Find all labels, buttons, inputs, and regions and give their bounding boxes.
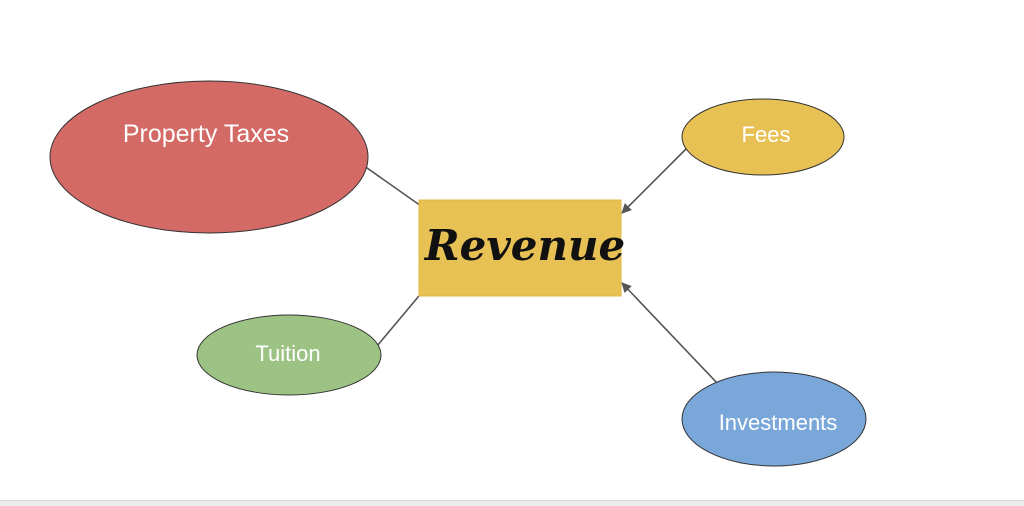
node-tuition[interactable]: Tuition [196, 314, 382, 396]
arrow-fees-to-revenue [621, 147, 688, 214]
node-fees[interactable]: Fees [681, 98, 845, 176]
investments-label: Investments [719, 410, 838, 435]
revenue-box[interactable]: Revenue [418, 199, 626, 297]
tuition-label: Tuition [255, 341, 320, 366]
property-taxes-label: Property Taxes [123, 120, 289, 148]
node-property-taxes[interactable]: Property Taxes [49, 80, 369, 234]
node-investments[interactable]: Investments [681, 371, 867, 467]
arrow-investments-to-revenue [621, 282, 719, 385]
revenue-label: Revenue [424, 221, 626, 270]
bottom-divider [0, 500, 1024, 506]
fees-label: Fees [742, 122, 791, 147]
